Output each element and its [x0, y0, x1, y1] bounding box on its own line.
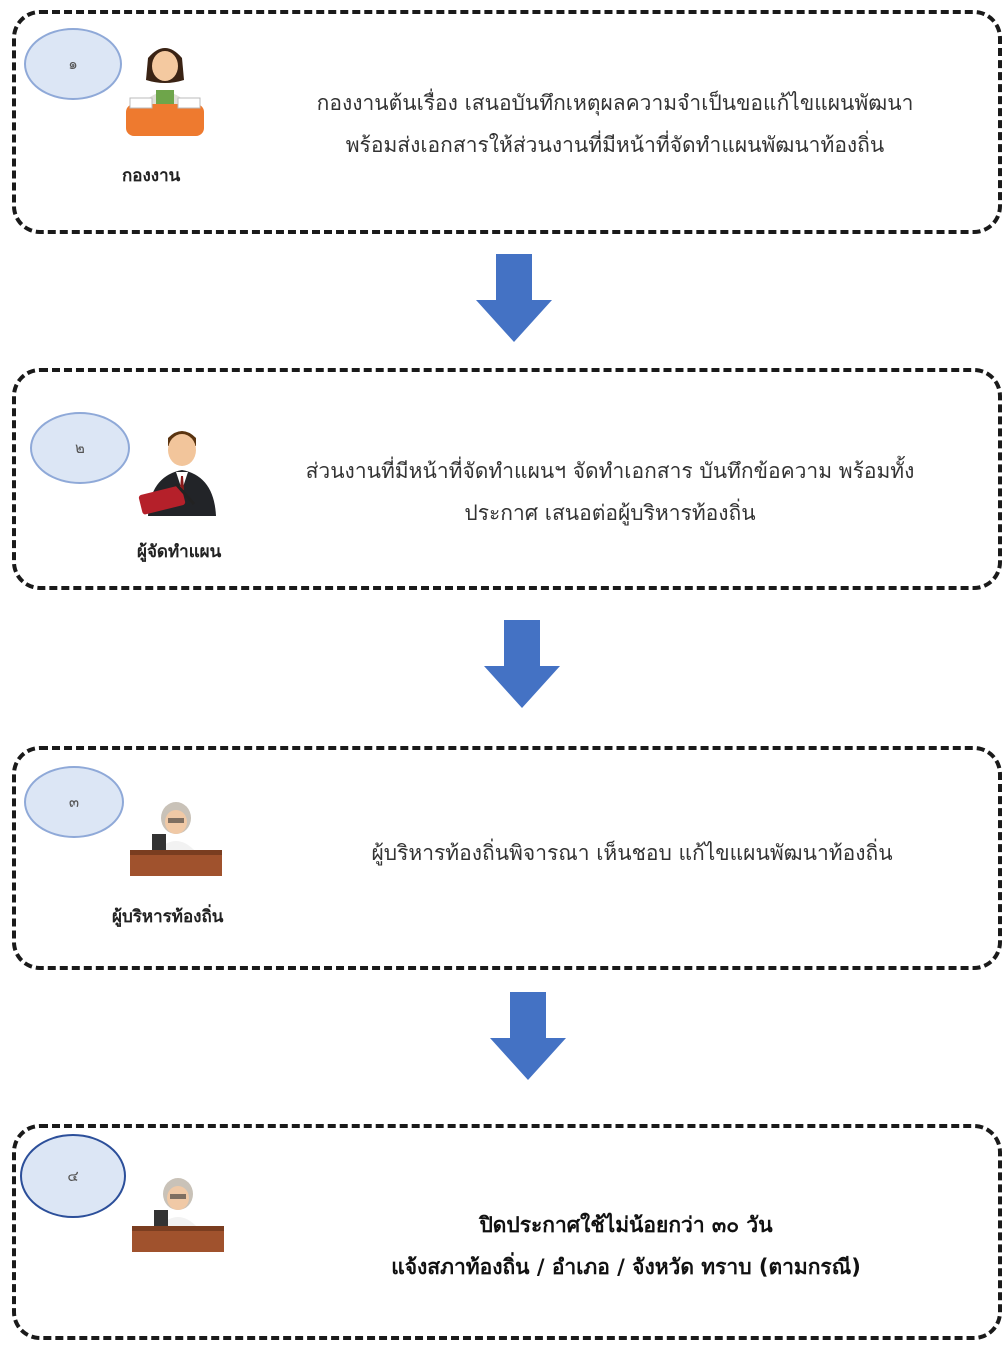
- step-3-number: ๓: [68, 793, 80, 811]
- step-2-box: [12, 368, 1002, 590]
- step-4-box: [12, 1124, 1002, 1340]
- step-2-description: ส่วนงานที่มีหน้าที่จัดทำแผนฯ จัดทำเอกสาร…: [250, 450, 970, 534]
- down-arrow-icon: [488, 992, 568, 1086]
- step-1-number-badge: ๑: [24, 28, 122, 100]
- step-1-line-1: กองงานต้นเรื่อง เสนอบันทึกเหตุผลความจำเป…: [316, 91, 914, 115]
- executive-at-desk-icon: [128, 1176, 228, 1260]
- executive-at-desk-icon: [126, 800, 226, 884]
- step-2-number: ๒: [75, 439, 85, 457]
- step-3-number-badge: ๓: [24, 766, 124, 838]
- step-4-line-1: ปิดประกาศใช้ไม่น้อยกว่า ๓๐ วัน: [479, 1213, 773, 1237]
- step-4-line-2: แจ้งสภาท้องถิ่น / อำเภอ / จังหวัด ทราบ (…: [391, 1255, 861, 1279]
- down-arrow-icon: [482, 620, 562, 714]
- step-3-role-label: ผู้บริหารท้องถิ่น: [112, 907, 224, 927]
- woman-at-desk-icon: [120, 40, 210, 144]
- step-4-number-badge: ๔: [20, 1134, 126, 1218]
- step-2-role-label: ผู้จัดทำแผน: [137, 542, 222, 562]
- step-3-line-1: ผู้บริหารท้องถิ่นพิจารณา เห็นชอบ แก้ไขแผ…: [371, 841, 893, 865]
- step-3-box: [12, 746, 1002, 970]
- step-2-line-2: ประกาศ เสนอต่อผู้บริหารท้องถิ่น: [464, 501, 756, 525]
- step-1-description: กองงานต้นเรื่อง เสนอบันทึกเหตุผลความจำเป…: [255, 82, 975, 166]
- step-1-box: [12, 10, 1002, 234]
- down-arrow-icon: [474, 254, 554, 348]
- step-4-number: ๔: [67, 1167, 79, 1185]
- step-2-number-badge: ๒: [30, 412, 130, 484]
- step-3-description: ผู้บริหารท้องถิ่นพิจารณา เห็นชอบ แก้ไขแผ…: [272, 832, 992, 874]
- man-writing-icon: [136, 424, 226, 524]
- step-1-role-label: กองงาน: [122, 166, 181, 186]
- step-4-description: ปิดประกาศใช้ไม่น้อยกว่า ๓๐ วัน แจ้งสภาท้…: [266, 1204, 986, 1288]
- step-1-number: ๑: [68, 55, 78, 73]
- step-1-line-2: พร้อมส่งเอกสารให้ส่วนงานที่มีหน้าที่จัดท…: [345, 133, 885, 157]
- step-2-line-1: ส่วนงานที่มีหน้าที่จัดทำแผนฯ จัดทำเอกสาร…: [305, 459, 915, 483]
